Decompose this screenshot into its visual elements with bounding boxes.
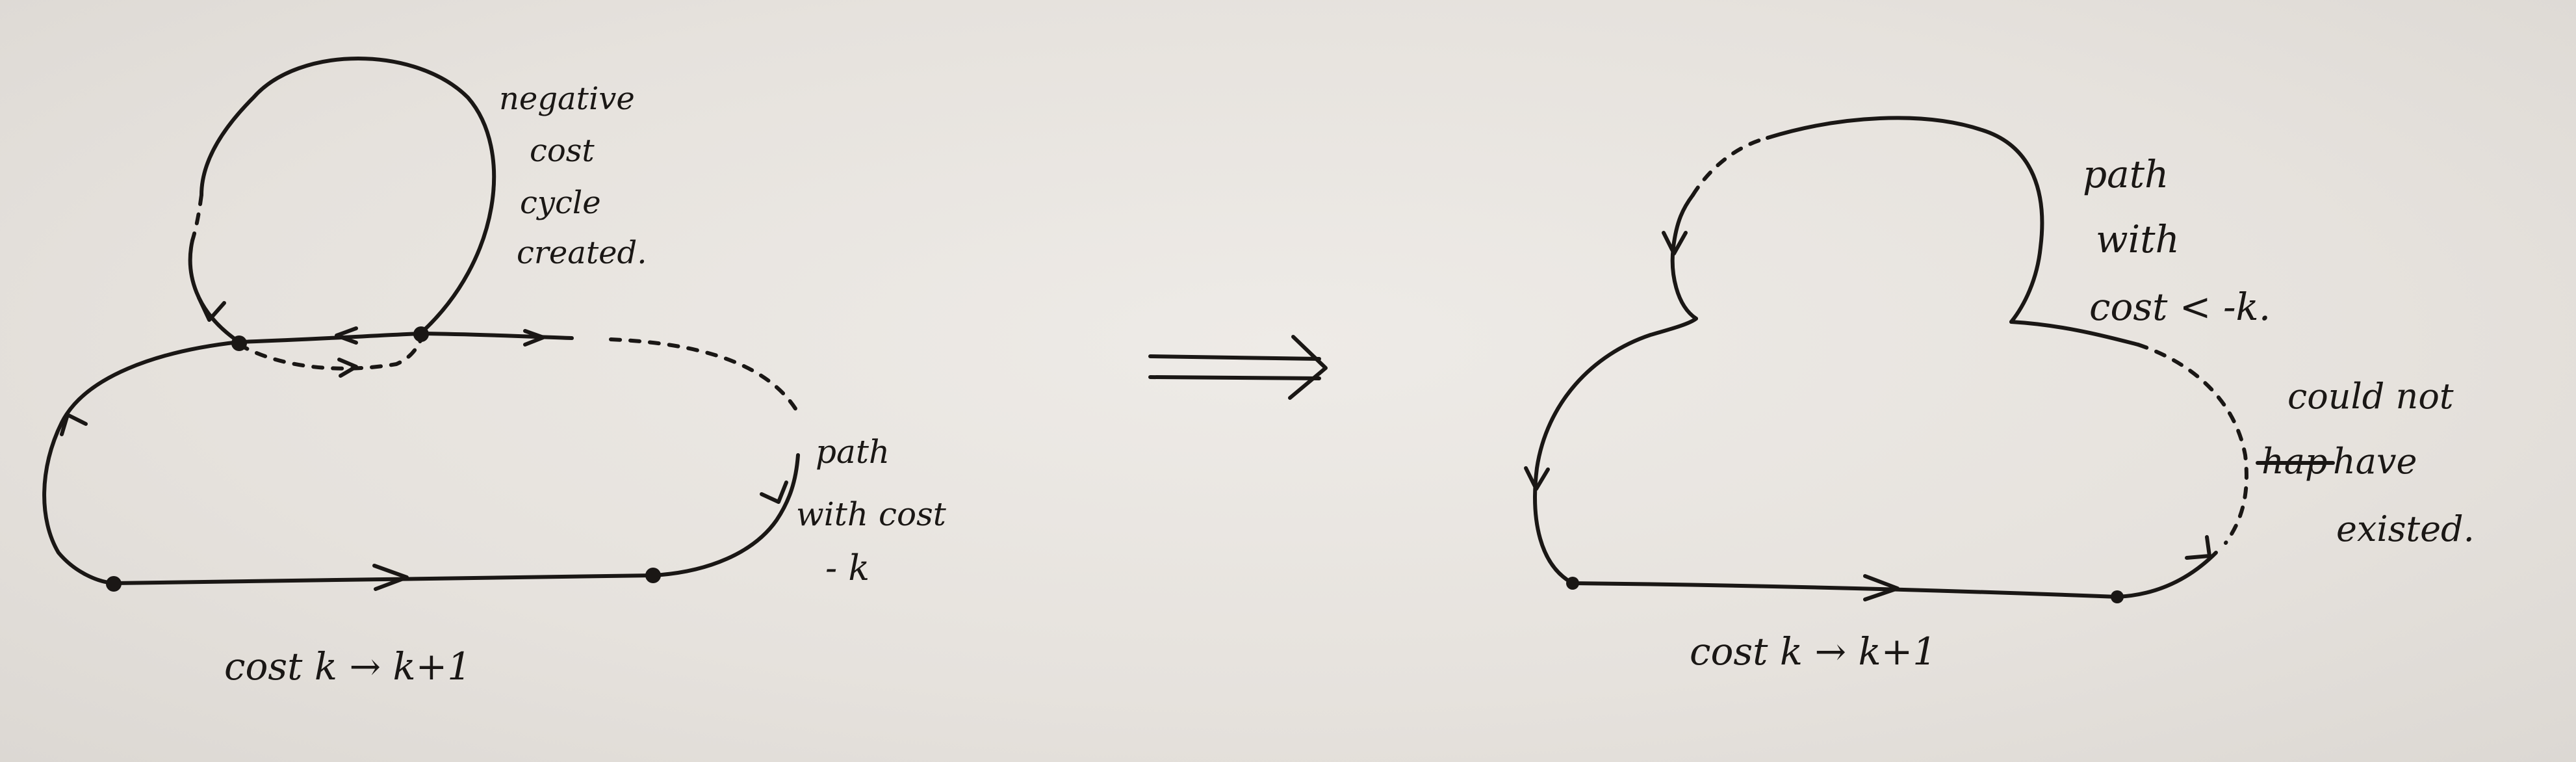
- left-diagram: negative cost cycle created. path with c…: [42, 57, 947, 689]
- node-right-upper: [413, 326, 429, 342]
- negative-cycle-arc: [200, 57, 496, 335]
- cloud-left-arrow: [1524, 466, 1550, 491]
- cloud-top-arc: [1766, 116, 2044, 324]
- upper-edge: [237, 332, 574, 344]
- note-line: existed.: [2336, 508, 2475, 549]
- return-path-arrow: [760, 480, 788, 504]
- return-path: [651, 453, 800, 577]
- note-line: cost < -k.: [2089, 285, 2271, 329]
- cloud-top-left-arrow: [1662, 231, 1688, 256]
- implies-upper-line: [1148, 354, 1321, 361]
- cloud-return: [2115, 551, 2218, 599]
- cloud-right-lobe: [2009, 320, 2140, 347]
- upper-edge-left-arrow: [335, 326, 358, 345]
- cycle-down-arrow: [197, 296, 226, 322]
- node-right-start: [1566, 577, 1579, 590]
- note-line: path: [816, 433, 890, 471]
- negative-cycle-left-side: [188, 239, 241, 344]
- implies-arrow: [1148, 335, 1328, 400]
- note-line: have: [2333, 441, 2417, 482]
- left-path-note: path with cost - k: [796, 433, 947, 588]
- node-right-end: [2111, 590, 2124, 603]
- note-line: path: [2083, 152, 2169, 196]
- note-line: cost: [530, 133, 595, 169]
- note-line: could not: [2287, 376, 2454, 417]
- note-line: cycle: [520, 185, 601, 221]
- dashed-shortcut: [237, 337, 423, 371]
- note-line: negative: [499, 81, 635, 117]
- bottom-edge: [112, 573, 655, 585]
- node-bottom-left: [106, 576, 122, 592]
- cloud-top-dashed: [1691, 136, 1770, 197]
- upper-edge-dashed-tail: [609, 337, 798, 412]
- right-path-note: path with cost < -k.: [2083, 152, 2271, 329]
- implies-lower-line: [1148, 375, 1321, 380]
- note-line: - k: [825, 547, 869, 588]
- conclusion-note: could not have hap existed.: [2256, 376, 2475, 549]
- note-line: with cost: [796, 495, 947, 533]
- cloud-top-left-rise: [1670, 193, 1698, 321]
- right-diagram: path with cost < -k. could not have hap …: [1524, 116, 2475, 674]
- cloud-bottom-edge: [1571, 581, 2119, 599]
- big-loop-left-arrow: [60, 413, 88, 436]
- node-left-upper: [231, 335, 247, 351]
- dashed-shortcut-arrow: [337, 358, 358, 378]
- cloud-right-dashed: [2136, 343, 2248, 545]
- implies-head: [1288, 335, 1328, 400]
- note-line: created.: [517, 235, 647, 271]
- note-line: with: [2096, 217, 2180, 261]
- right-cost-caption: cost k → k+1: [1690, 629, 1937, 674]
- big-loop-left: [42, 340, 241, 585]
- cloud-bottom-arrow: [1863, 574, 1900, 601]
- negative-cycle-dashed-segment: [190, 193, 203, 243]
- cloud-left-lobe: [1533, 317, 1698, 585]
- cloud-return-arrow: [2185, 535, 2211, 560]
- upper-edge-right-arrow: [523, 329, 545, 347]
- node-bottom-right: [645, 568, 661, 583]
- bottom-edge-arrow: [372, 564, 409, 591]
- negative-cycle-note: negative cost cycle created.: [499, 81, 647, 271]
- left-cost-caption: cost k → k+1: [224, 644, 471, 689]
